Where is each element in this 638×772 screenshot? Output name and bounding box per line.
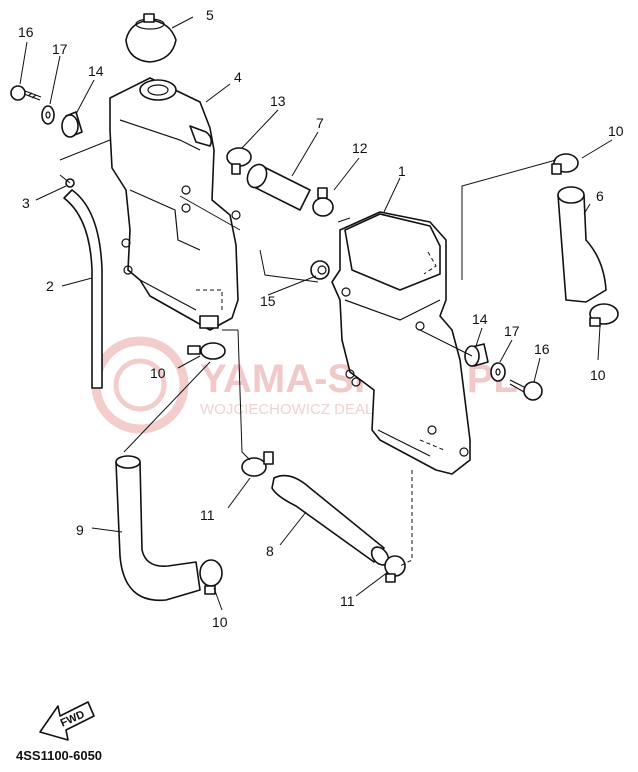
callout-16-right: 16 xyxy=(534,341,550,357)
callout-leaders xyxy=(19,16,613,611)
callout-9: 9 xyxy=(76,522,84,538)
part-clamp-11-b xyxy=(384,555,406,583)
part-left-radiator xyxy=(109,77,241,331)
callout-7: 7 xyxy=(316,115,324,131)
callout-1: 1 xyxy=(398,163,406,179)
part-upper-hose xyxy=(557,186,607,303)
callout-16-left: 16 xyxy=(18,24,34,40)
callout-10-bottom: 10 xyxy=(212,614,228,630)
callouts: 5 4 16 17 14 3 2 13 7 12 1 10 6 15 14 17… xyxy=(18,7,624,630)
connection-lines xyxy=(59,139,557,567)
fwd-arrow-icon: FWD xyxy=(39,701,95,741)
callout-13: 13 xyxy=(270,93,286,109)
callout-6: 6 xyxy=(596,188,604,204)
callout-3: 3 xyxy=(22,195,30,211)
callout-17-left: 17 xyxy=(52,41,68,57)
part-collar-15 xyxy=(310,260,330,280)
part-clamp-10-b xyxy=(551,153,579,175)
part-right-radiator xyxy=(331,211,471,475)
callout-14-right: 14 xyxy=(472,311,488,327)
callout-11-right: 11 xyxy=(340,593,355,609)
callout-10-top-right: 10 xyxy=(608,123,624,139)
part-washer-17-left xyxy=(41,105,55,125)
diagram-code: 4SS1100-6050 xyxy=(16,748,102,763)
part-grommet-14-left xyxy=(61,111,83,138)
callout-10-right: 10 xyxy=(590,367,606,383)
part-clamp-11-a xyxy=(241,451,274,477)
part-clamp-13 xyxy=(226,147,252,175)
callout-11-left: 11 xyxy=(200,507,215,523)
part-grommet-14-right xyxy=(464,343,489,367)
part-clamp-10-a xyxy=(187,342,226,360)
callout-4: 4 xyxy=(234,69,242,85)
watermark-logo-inner-icon xyxy=(113,358,167,412)
part-lower-hose xyxy=(115,455,201,602)
callout-17-right: 17 xyxy=(504,323,520,339)
callout-14-left: 14 xyxy=(88,63,104,79)
part-washer-17-right xyxy=(490,362,506,382)
callout-12: 12 xyxy=(352,140,368,156)
part-overflow-hose xyxy=(63,189,103,389)
part-bolt-16-right xyxy=(509,379,543,401)
callout-15: 15 xyxy=(260,293,276,309)
part-clamp-10-d xyxy=(199,559,223,595)
callout-5: 5 xyxy=(206,7,214,23)
part-radiator-cap xyxy=(125,13,177,63)
part-connector-pipe xyxy=(246,163,311,211)
callout-2: 2 xyxy=(46,278,54,294)
part-middle-hose xyxy=(271,474,390,566)
part-clamp-10-c xyxy=(589,303,619,327)
watermark-logo-icon xyxy=(91,336,189,434)
part-hose-clamp-12 xyxy=(312,187,334,217)
callout-8: 8 xyxy=(266,543,274,559)
callout-10-left: 10 xyxy=(150,365,166,381)
part-bolt-16-left xyxy=(10,85,42,101)
